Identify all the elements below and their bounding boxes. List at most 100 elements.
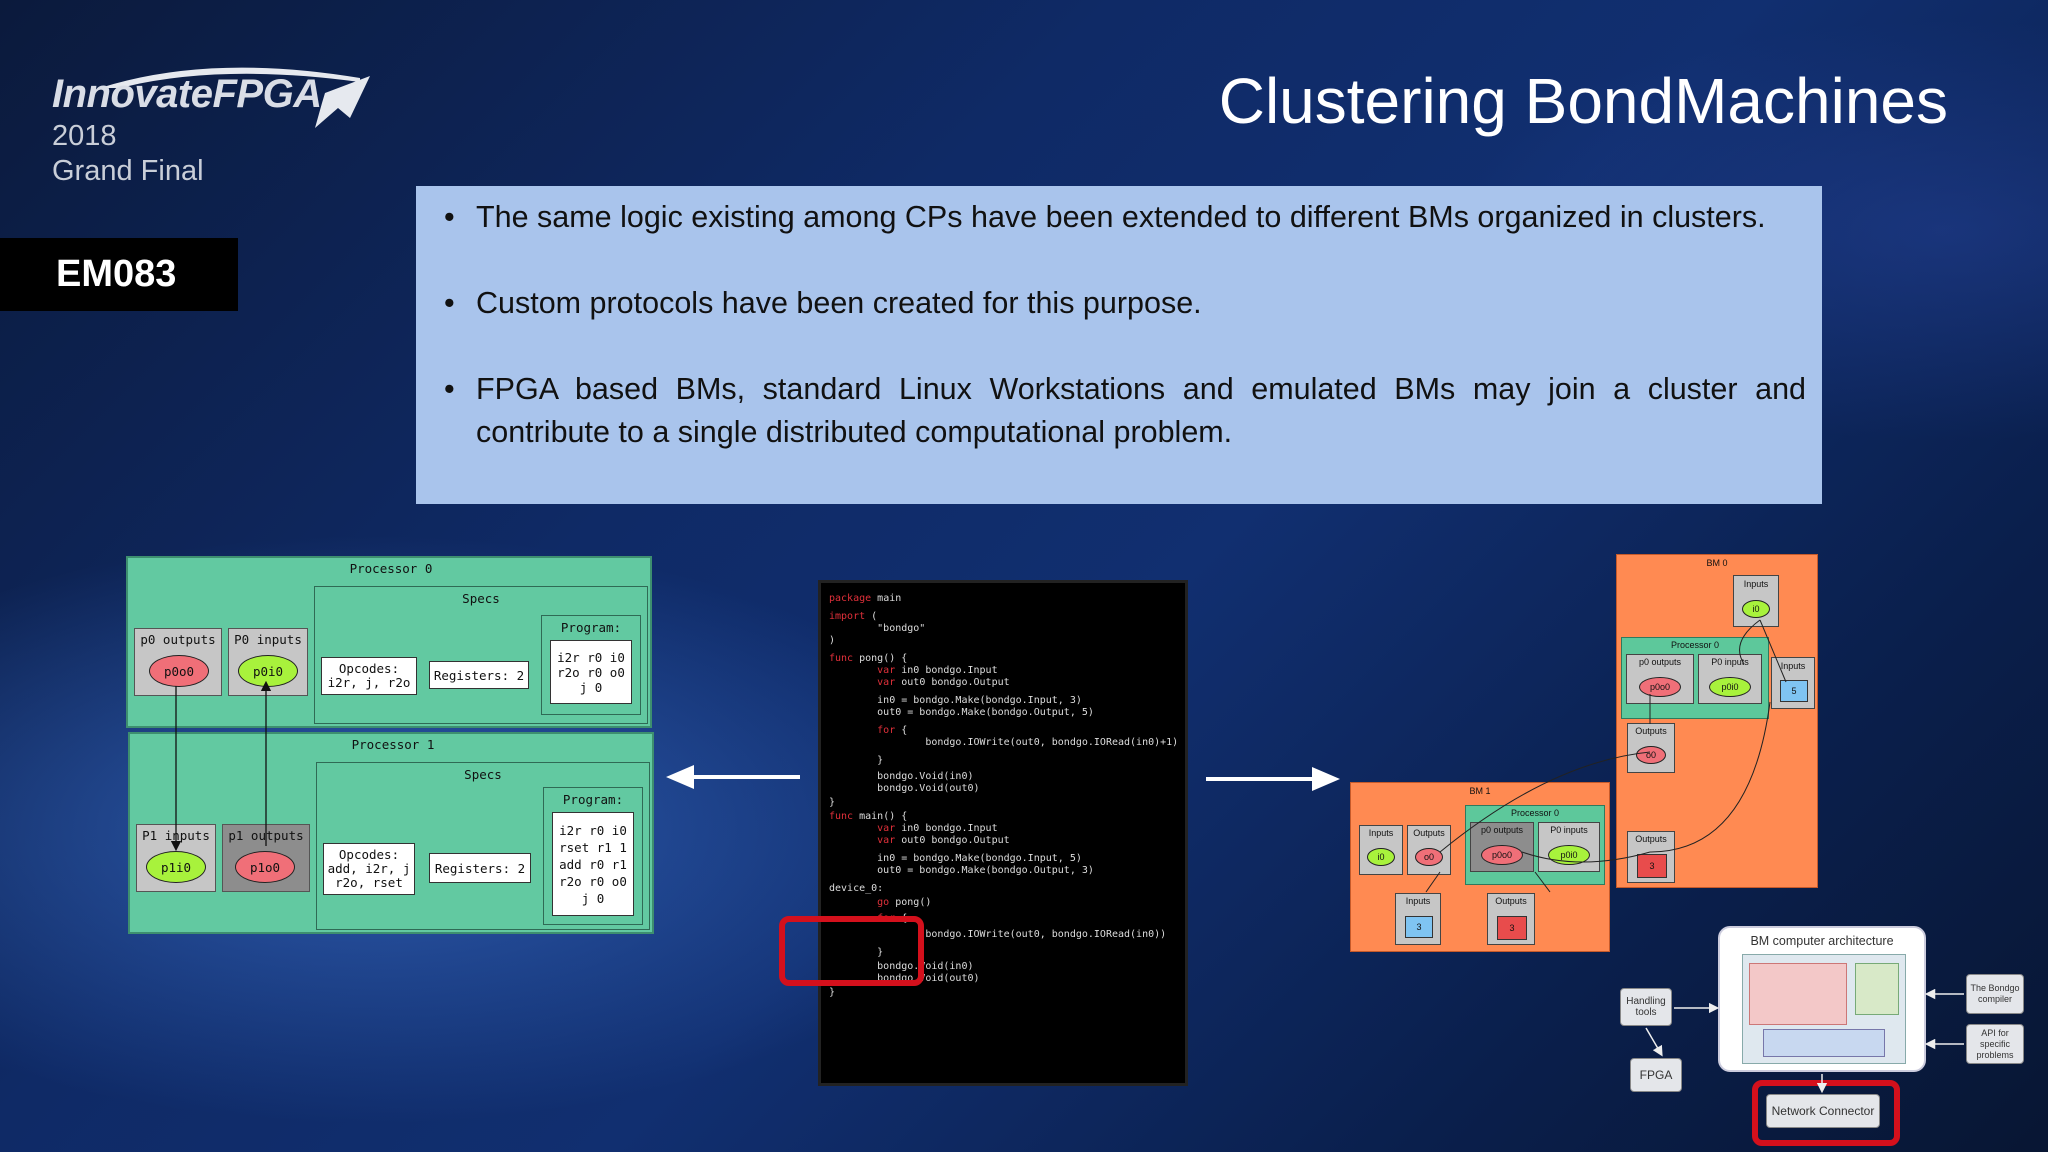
p0-program: Program: i2r r0 i0 r2o r0 o0 j 0 (541, 615, 641, 715)
p1-program-line: i2r r0 i0 (559, 822, 627, 838)
code-line: var out0 bondgo.Output (829, 835, 1010, 846)
logo-year: 2018 (52, 120, 117, 152)
bm1-input-value: 3 (1405, 916, 1433, 938)
p1-program-label: Program: (562, 792, 624, 807)
bm1-node-p0o0: p0o0 (1481, 845, 1523, 865)
bm0-processor-label: Processor 0 (1670, 640, 1720, 650)
p1-opcodes-line: add, i2r, j (327, 861, 411, 876)
processor-diagram: Processor 0 p0 outputs p0o0 P0 inputs p0… (126, 556, 656, 938)
bm1-node-i0: i0 (1367, 848, 1395, 866)
processor-connectors (170, 680, 272, 852)
processor-1-title: Processor 1 (351, 737, 435, 752)
code-line: go pong() (829, 897, 931, 908)
handling-tools-box: Handling tools (1620, 988, 1672, 1026)
code-text: out0 = bondgo.Make(bondgo.Output, 5) (829, 707, 1094, 718)
code-keyword: go (829, 897, 890, 908)
bm0-node-i0: i0 (1742, 600, 1770, 618)
slide-title: Clustering BondMachines (1218, 65, 1948, 137)
bm-0-title: BM 0 (1706, 558, 1728, 568)
fpga-box: FPGA (1630, 1058, 1682, 1092)
code-text: "bondgo" (829, 623, 926, 634)
code-line: bondgo.Void(in0) (829, 961, 973, 972)
p1-specs-label: Specs (464, 767, 502, 782)
code-keyword: import (829, 611, 866, 622)
bm1-outputs: Outputs o0 (1407, 825, 1451, 875)
code-text: out0 = bondgo.Make(bondgo.Output, 3) (829, 865, 1094, 876)
bm1-processor: Processor 0 p0 outputs p0o0 P0 inputs p0… (1465, 805, 1605, 885)
code-line: } (829, 797, 835, 808)
bullet-3: FPGA based BMs, standard Linux Workstati… (444, 368, 1806, 454)
code-text: pong() (889, 897, 932, 908)
device-highlight-frame (779, 916, 924, 986)
p0-opcodes-line: Opcodes: (338, 661, 400, 676)
project-code-badge: EM083 (0, 238, 238, 311)
code-line: in0 = bondgo.Make(bondgo.Input, 3) (829, 695, 1082, 706)
code-text: } (829, 987, 836, 998)
node-p0o0: p0o0 (149, 655, 209, 687)
code-keyword: package (829, 593, 872, 604)
p0-specs: Specs Opcodes: i2r, j, r2o Registers: 2 … (314, 586, 648, 724)
code-line: func main() { (829, 811, 907, 822)
p1-program-line: add r0 r1 (559, 856, 627, 872)
code-text: bondgo.Void(out0) (829, 973, 980, 984)
bm0-outputs-2-label: Outputs (1635, 834, 1667, 844)
code-line: package main (829, 593, 901, 604)
code-line: var in0 bondgo.Input (829, 823, 997, 834)
bm0-output-value: 3 (1637, 854, 1667, 878)
bm1-outputs-label: Outputs (1413, 828, 1445, 838)
code-line: bondgo.IOWrite(out0, bondgo.IORead(in0)+… (829, 737, 1178, 748)
bm0-p-inputs-label: P0 inputs (1711, 657, 1749, 667)
p1-program-line: r2o r0 o0 (559, 873, 627, 889)
p1-outputs-box: p1 outputs p1o0 (222, 824, 310, 892)
bm0-processor: Processor 0 p0 outputs p0o0 P0 inputs p0… (1621, 637, 1769, 719)
p0-outputs-label: p0 outputs (140, 632, 216, 647)
arch-block (1749, 963, 1847, 1025)
bm1-node-o0: o0 (1415, 848, 1443, 866)
arch-block (1763, 1029, 1885, 1057)
arch-title: BM computer architecture (1750, 934, 1894, 948)
arch-connectors (1645, 988, 1964, 1094)
p1-program-code: i2r r0 i0 rset r1 1 add r0 r1 r2o r0 o0 … (552, 812, 634, 916)
bm0-input-value: 5 (1780, 680, 1808, 702)
p1-program: Program: i2r r0 i0 rset r1 1 add r0 r1 r… (543, 787, 643, 925)
code-line: bondgo.Void(out0) (829, 783, 979, 794)
bullet-2: Custom protocols have been created for t… (444, 282, 1806, 325)
code-text: } (829, 947, 884, 958)
bm1-outputs-2: Outputs 3 (1487, 893, 1535, 945)
code-keyword: func (829, 811, 854, 822)
p1-inputs-box: P1 inputs p1i0 (136, 824, 216, 892)
code-text: { (895, 725, 908, 736)
code-text: out0 bondgo.Output (895, 835, 1010, 846)
p0-program-code: i2r r0 i0 r2o r0 o0 j 0 (550, 640, 632, 704)
logo-swoosh-icon (100, 67, 370, 128)
bm1-p-outputs: p0 outputs p0o0 (1470, 822, 1534, 872)
code-text: in0 = bondgo.Make(bondgo.Input, 3) (829, 695, 1082, 706)
code-keyword: var (829, 823, 896, 834)
bullet-1: The same logic existing among CPs have b… (444, 196, 1806, 239)
bm0-p-outputs: p0 outputs p0o0 (1626, 654, 1694, 704)
code-keyword: var (829, 677, 896, 688)
logo-wordmark: InnovateFPGA (52, 72, 322, 116)
bm1-inputs-2-label: Inputs (1405, 896, 1431, 906)
bm-diagram: BM 0 Inputs i0 Processor 0 p0 outputs p0… (1350, 552, 1820, 952)
bm0-outputs: Outputs o0 (1627, 723, 1675, 773)
p0-program-line: j 0 (579, 679, 603, 695)
code-line: import ( (829, 611, 877, 622)
bm0-node-p0i0: p0i0 (1709, 677, 1751, 697)
p0-program-line: r2o r0 o0 (557, 664, 625, 680)
p0-inputs-label: P0 inputs (234, 632, 302, 647)
node-p1o0: p1o0 (235, 851, 295, 883)
bm0-node-p0o0: p0o0 (1639, 677, 1681, 697)
bm-architecture-panel: BM computer architecture (1718, 926, 1926, 1072)
p0-specs-label: Specs (462, 591, 500, 606)
code-keyword: var (829, 835, 896, 846)
arrow-left-icon (666, 765, 800, 789)
code-keyword: for (829, 725, 896, 736)
bm1-processor-label: Processor 0 (1510, 808, 1560, 818)
p1-program-line: j 0 (581, 890, 605, 906)
code-text: bondgo.Void(in0) (829, 771, 974, 782)
p0-registers: Registers: 2 (429, 661, 529, 689)
code-text: main (871, 593, 902, 604)
api-box: API for specific problems (1966, 1024, 2024, 1064)
